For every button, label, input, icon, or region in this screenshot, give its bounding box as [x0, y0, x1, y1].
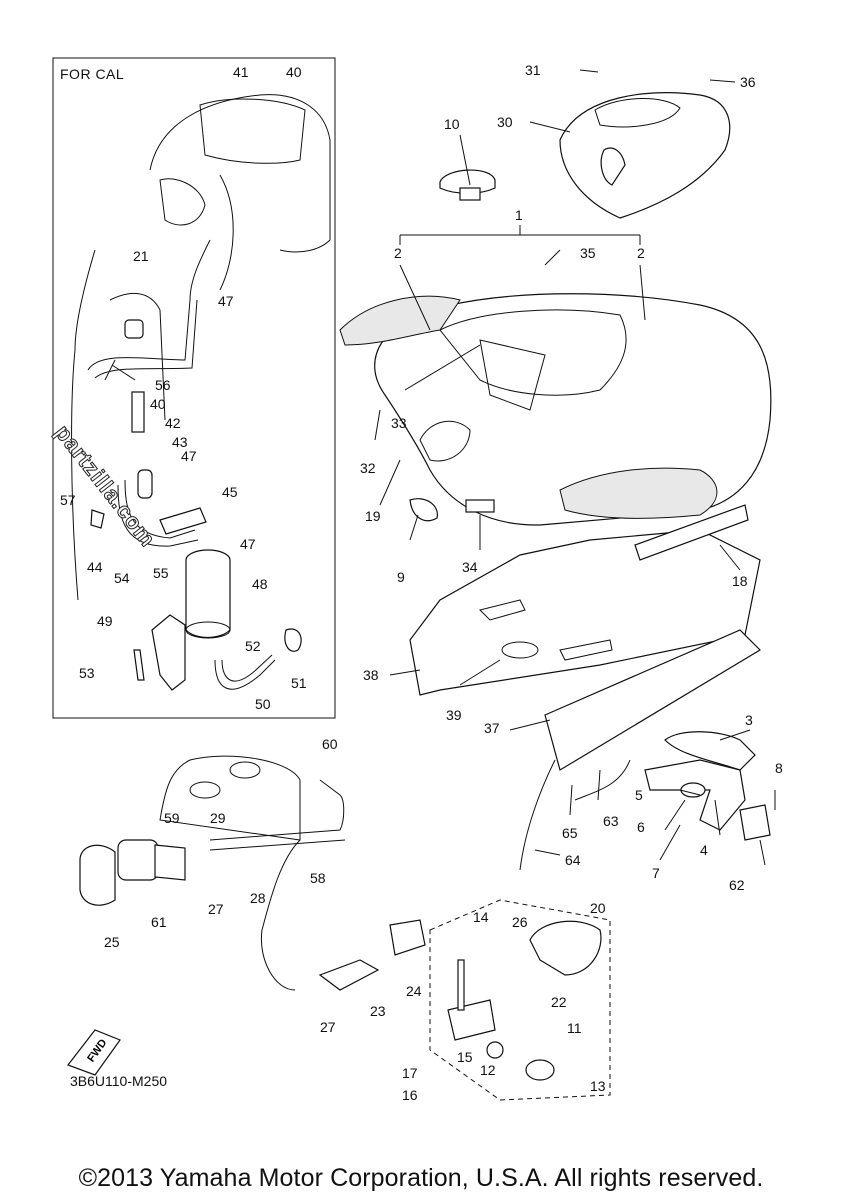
callout: 2	[637, 245, 645, 261]
callout: 24	[406, 983, 422, 999]
leader-lines	[104, 69, 776, 866]
inset-frame	[52, 57, 336, 719]
callout: 44	[87, 559, 103, 575]
callout: 55	[153, 565, 169, 581]
callout: 49	[97, 613, 113, 629]
callout: 35	[580, 245, 596, 261]
callout: 51	[291, 675, 307, 691]
callout: 26	[512, 914, 528, 930]
callout: 47	[181, 448, 197, 464]
callout: 63	[603, 813, 619, 829]
callout-numbers: 1 2 2 3 4 5 6 7 8 9 10 11 12 13 14 15 16…	[60, 62, 783, 1103]
inset-fuel-pump-assembly	[87, 239, 302, 691]
filler-cap	[439, 169, 496, 201]
callout: 37	[484, 720, 500, 736]
callout: 20	[590, 900, 606, 916]
callout: 50	[255, 696, 271, 712]
callout: 2	[394, 245, 402, 261]
callout: 25	[104, 934, 120, 950]
lower-fuel-system	[67, 755, 631, 1101]
callout: 23	[370, 1003, 386, 1019]
callout: 29	[210, 810, 226, 826]
callout: 40	[286, 64, 302, 80]
callout: 36	[740, 74, 756, 90]
callout: 5	[635, 787, 643, 803]
callout: 16	[402, 1087, 418, 1103]
callout: 14	[473, 909, 489, 925]
callout: 15	[457, 1049, 473, 1065]
callout: 11	[567, 1020, 582, 1036]
copyright-notice: ©2013 Yamaha Motor Corporation, U.S.A. A…	[78, 1164, 764, 1192]
callout: 18	[732, 573, 748, 589]
callout: 56	[155, 377, 171, 393]
callout: 13	[590, 1078, 606, 1094]
inset-title: FOR CAL	[60, 66, 125, 82]
callout: 30	[497, 114, 513, 130]
callout: 6	[637, 819, 645, 835]
callout: 17	[402, 1065, 418, 1081]
callout: 52	[245, 638, 261, 654]
callout: 27	[208, 901, 224, 917]
callout: 58	[310, 870, 326, 886]
callout: 48	[252, 576, 268, 592]
callout: 54	[114, 570, 130, 586]
callout: 21	[133, 248, 149, 264]
callout: 61	[151, 914, 167, 930]
inset-tank	[71, 94, 331, 601]
callout: 12	[480, 1062, 496, 1078]
callout: 47	[240, 536, 256, 552]
callout: 65	[562, 825, 578, 841]
callout: 1	[515, 207, 523, 223]
bracket-assembly	[644, 731, 771, 841]
callout: 62	[729, 877, 745, 893]
callout: 53	[79, 665, 95, 681]
callout: 34	[462, 559, 478, 575]
callout: 57	[60, 492, 76, 508]
callout: 47	[218, 293, 234, 309]
callout: 32	[360, 460, 376, 476]
callout: 27	[320, 1019, 336, 1035]
callout: 45	[222, 484, 238, 500]
callout: 42	[165, 415, 181, 431]
callout: 28	[250, 890, 266, 906]
callout: 60	[322, 736, 338, 752]
callout: 39	[446, 707, 462, 723]
callout: 19	[365, 508, 381, 524]
callout: 59	[164, 810, 180, 826]
heat-shields	[409, 498, 761, 771]
tank-cover	[559, 92, 731, 219]
fuel-tank	[339, 293, 772, 526]
callout: 8	[775, 760, 783, 776]
callout: 22	[551, 994, 567, 1010]
callout: 38	[363, 667, 379, 683]
callout: 43	[172, 434, 188, 450]
diagram-code: 3B6U110-M250	[70, 1073, 168, 1089]
callout: 7	[652, 865, 660, 881]
callout: 41	[233, 64, 249, 80]
callout: 10	[444, 116, 460, 132]
callout: 4	[700, 842, 708, 858]
callout: 33	[391, 415, 407, 431]
callout: 9	[397, 569, 405, 585]
callout: 40	[150, 396, 166, 412]
callout: 31	[525, 62, 541, 78]
callout: 3	[745, 712, 753, 728]
callout: 64	[565, 852, 581, 868]
